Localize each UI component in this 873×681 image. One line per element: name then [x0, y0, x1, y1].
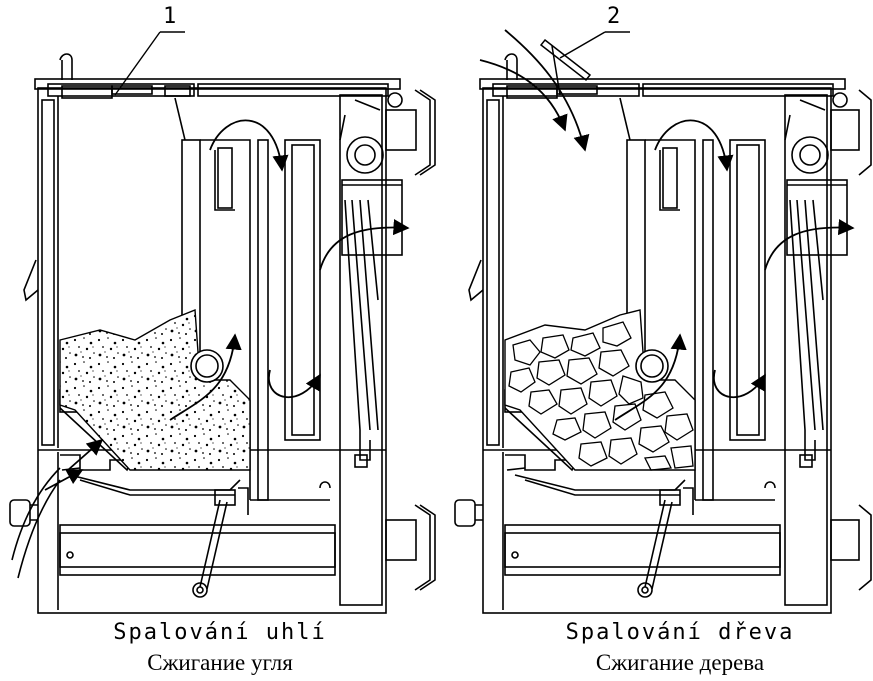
coal-fuel-pile — [59, 308, 251, 471]
caption-coal-cz: Spalování uhlí — [113, 620, 327, 645]
callout-label-2: 2 — [607, 4, 621, 29]
secondary-air-flap — [539, 31, 630, 96]
flue-gas-arrows-wood — [479, 29, 855, 421]
callout-label-1: 1 — [163, 4, 177, 29]
callout-leader-1 — [114, 31, 185, 96]
flue-gas-arrows — [44, 119, 410, 491]
coal-boiler-section — [9, 53, 436, 614]
caption-wood-cz: Spalování dřeva — [565, 620, 795, 645]
caption-wood-ru: Сжигание дерева — [595, 650, 765, 675]
caption-coal-ru: Сжигание угля — [147, 650, 293, 675]
wood-boiler-section — [454, 53, 872, 614]
wood-fuel-pile — [504, 309, 696, 471]
